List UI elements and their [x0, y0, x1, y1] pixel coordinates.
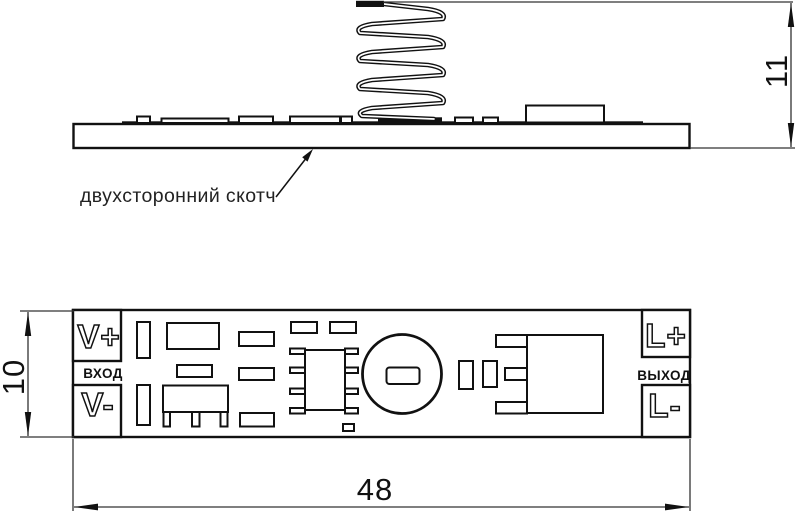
arrow-up-icon — [24, 312, 32, 336]
ic-pin — [344, 366, 359, 374]
ic-pin — [344, 347, 359, 355]
resistor — [238, 331, 275, 347]
spring-coil-highlight — [357, 3, 445, 120]
arrow-left-icon — [74, 503, 98, 511]
dimension-10: 10 — [0, 310, 74, 438]
arrow-up-icon — [787, 3, 795, 27]
pad-l-plus-label: L+ — [645, 317, 686, 354]
top-view: V+ V- ВХОД L+ L- ВЫХОД — [0, 308, 692, 511]
connector-side — [525, 104, 605, 124]
mosfet-pin — [495, 401, 528, 415]
pad-v-plus — [71, 308, 123, 363]
top-components — [136, 321, 604, 432]
component-lead — [191, 411, 201, 428]
mosfet-pin — [495, 334, 528, 348]
resistor — [238, 367, 275, 381]
touch-sensor-pad — [361, 333, 443, 415]
mosfet-pin — [504, 367, 528, 381]
resistor — [342, 423, 355, 432]
dimension-11: 11 — [383, 1, 795, 149]
touch-slot — [385, 366, 421, 385]
output-label: ВЫХОД — [637, 368, 691, 383]
callout-arrow-icon — [302, 149, 313, 162]
dimension-48: 48 — [72, 439, 691, 511]
input-label: ВХОД — [83, 366, 122, 381]
component-lead — [219, 411, 229, 428]
pad-v-plus-label: V+ — [77, 318, 120, 355]
side-components — [136, 104, 605, 124]
ic-pin — [344, 407, 359, 415]
component-side — [482, 116, 499, 124]
component — [166, 322, 220, 350]
resistor — [176, 364, 213, 378]
component-side — [136, 115, 151, 124]
capacitor — [458, 360, 474, 390]
pad-l-minus-label: L- — [648, 387, 681, 424]
component-side — [160, 117, 230, 124]
tape-base-profile — [72, 122, 691, 150]
capacitor — [136, 321, 151, 359]
arrow-down-icon — [787, 123, 795, 147]
ic-pin — [289, 347, 306, 355]
ic-pin — [289, 387, 306, 395]
resistor — [239, 412, 275, 428]
ic-chip — [289, 347, 359, 415]
capacitor — [136, 384, 151, 426]
ic-pin — [344, 387, 359, 395]
pad-l-minus — [640, 383, 692, 439]
mosfet-body — [526, 334, 604, 414]
pad-v-minus — [71, 383, 123, 439]
capacitor — [482, 360, 498, 388]
component-side — [454, 116, 474, 124]
mosfet — [495, 334, 604, 415]
ic-body — [304, 349, 346, 411]
tape-callout: двухсторонний скотч — [80, 149, 313, 207]
ic-pin — [289, 407, 306, 415]
resistor — [329, 321, 357, 334]
resistor — [290, 321, 318, 334]
component-side — [289, 115, 341, 124]
tape-callout-label: двухсторонний скотч — [80, 185, 276, 207]
side-view: 11 двухсторонний скотч — [72, 0, 795, 207]
dimension-11-value: 11 — [759, 54, 794, 88]
arrow-down-icon — [24, 412, 32, 436]
arrow-right-icon — [665, 503, 689, 511]
ic-pin — [289, 366, 306, 374]
spring-top-end — [356, 0, 384, 7]
pad-l-plus — [640, 308, 692, 359]
component-side — [340, 115, 353, 124]
component-lead — [162, 411, 171, 428]
dimension-10-value: 10 — [0, 359, 31, 395]
component-side — [238, 115, 274, 124]
pad-v-minus-label: V- — [81, 386, 114, 423]
pcb-strip-side — [122, 121, 643, 125]
component-3lead-body — [162, 384, 229, 413]
contact-spring-icon — [356, 0, 446, 123]
callout-leader-line — [275, 158, 307, 198]
dimension-48-value: 48 — [357, 472, 393, 507]
